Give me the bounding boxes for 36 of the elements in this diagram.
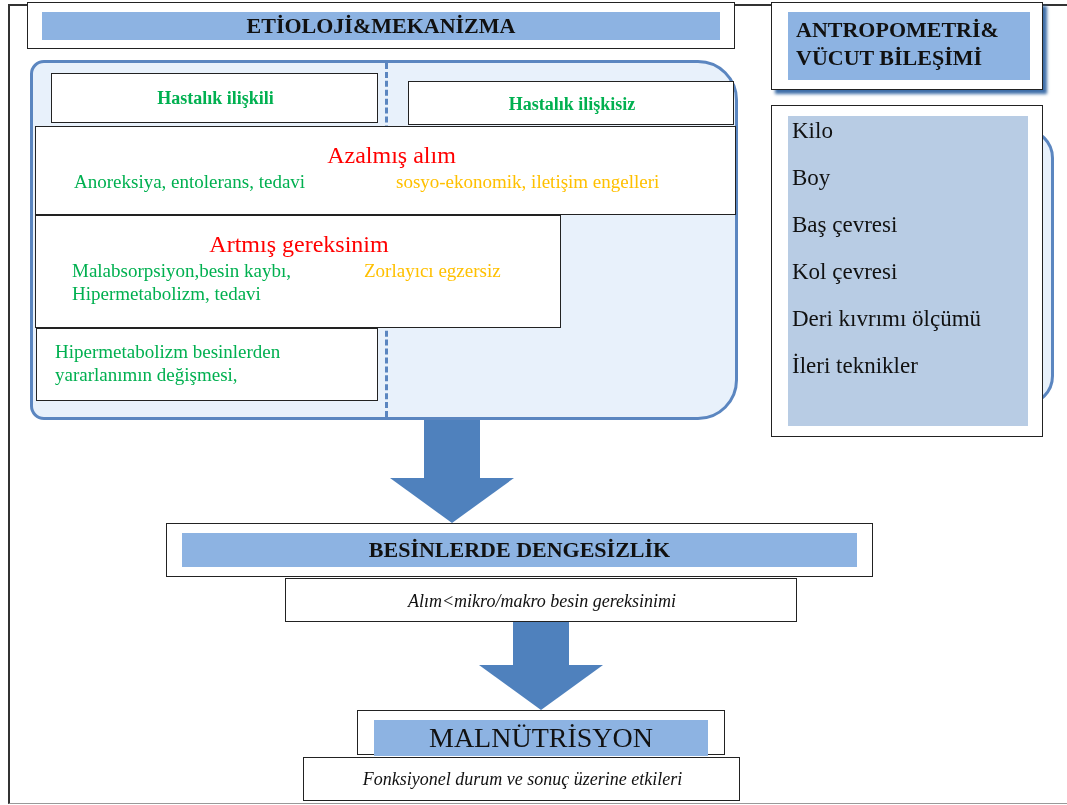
cause-box (35, 215, 561, 328)
list-box (771, 105, 1043, 437)
category-box (51, 73, 378, 123)
list-item: Kol çevresi (792, 259, 898, 285)
section-heading: ETİOLOJİ&MEKANİZMA (42, 12, 720, 40)
text-box (285, 578, 797, 622)
body-text: Hastalık ilişkili (156, 88, 275, 110)
heading-box (357, 710, 725, 755)
cause-box (35, 126, 736, 215)
section-heading: BESİNLERDE DENGESİZLİK (182, 533, 857, 567)
rounded-panel (30, 60, 738, 420)
body-text: sosyo-ekonomik, iletişim engelleri (396, 171, 661, 194)
body-text: Zorlayıcı egzersiz (364, 260, 502, 283)
body-text: Hastalık ilişkisiz (507, 94, 637, 116)
body-text: Malabsorpsiyon,besin kaybı, Hipermetabolizm, tedavi (72, 260, 292, 306)
body-text: Fonksiyonel durum ve sonuç üzerine etkileri (361, 769, 684, 791)
category-box (408, 81, 734, 125)
body-text: Hipermetabolizm besinlerden yararlanımın değişmesi, (55, 341, 282, 387)
block-arrow (390, 420, 514, 523)
section-heading: MALNÜTRİSYON (374, 720, 708, 756)
block-arrow (479, 622, 603, 710)
list-item: Baş çevresi (792, 212, 898, 238)
list-item: Boy (792, 165, 831, 191)
section-heading: ANTROPOMETRİ& VÜCUT BİLEŞİMİ (788, 12, 1030, 80)
list-item: İleri teknikler (792, 353, 918, 379)
body-text: Anoreksiya, entolerans, tedavi (74, 171, 307, 194)
text-box (36, 328, 378, 401)
list-item: Kilo (792, 118, 833, 144)
list-item: Deri kıvrımı ölçümü (792, 306, 982, 332)
text-box (303, 757, 740, 801)
body-text: Alım<mikro/makro besin gereksinimi (406, 591, 678, 613)
heading-box (166, 523, 873, 577)
section-box (771, 2, 1043, 90)
heading-text: Azalmış alım (326, 141, 457, 170)
heading-text: Artmış gereksinim (208, 230, 390, 259)
title-box (27, 2, 735, 49)
